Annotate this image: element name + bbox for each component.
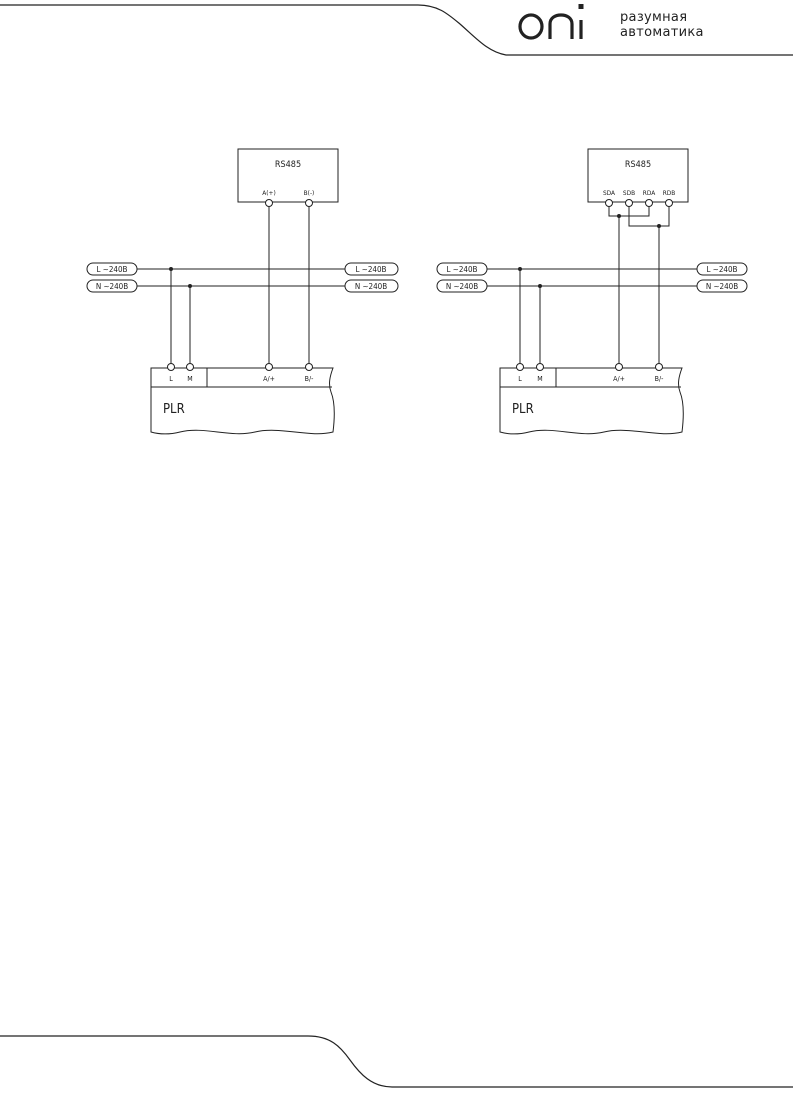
footer-frame-line bbox=[0, 1035, 793, 1088]
plr-terminal-label: A/+ bbox=[613, 375, 625, 383]
bus-l-label-right bbox=[696, 262, 748, 276]
device-terminal-label: SDA bbox=[603, 189, 615, 197]
tagline-line-1: разумная bbox=[620, 10, 688, 25]
bus-l-label-right bbox=[344, 262, 399, 276]
rs485-device-box bbox=[237, 148, 339, 203]
diagram-left-terminals bbox=[167, 199, 313, 371]
plr-terminal-label: A/+ bbox=[263, 375, 275, 383]
device-terminal-label: RDA bbox=[643, 189, 655, 197]
plr-terminal-label: L bbox=[518, 375, 522, 383]
plr-terminal-label: M bbox=[537, 375, 542, 383]
rs485-title: RS485 bbox=[625, 160, 651, 170]
diagram-right bbox=[436, 148, 748, 435]
bus-l-label-left bbox=[86, 262, 138, 276]
bus-n-label-right bbox=[696, 279, 748, 293]
plr-label: PLR bbox=[163, 402, 185, 417]
rs485-device-box bbox=[587, 148, 689, 203]
plr-terminal-label: L bbox=[169, 375, 173, 383]
plr-block bbox=[150, 367, 335, 435]
brand-tagline: разумная автоматика bbox=[620, 10, 704, 40]
bus-l-label: L ~240В bbox=[97, 265, 128, 274]
bus-n-label: N ~240В bbox=[96, 282, 128, 291]
bus-l-label: L ~240В bbox=[707, 265, 738, 274]
device-terminal-label: A(+) bbox=[262, 189, 275, 197]
bus-n-label: N ~240В bbox=[706, 282, 738, 291]
device-terminal-label: RDB bbox=[663, 189, 676, 197]
plr-terminal-label: M bbox=[187, 375, 192, 383]
diagram-right-nodes bbox=[518, 214, 661, 288]
logo-dot bbox=[578, 4, 584, 9]
plr-terminal-label: B/- bbox=[305, 375, 314, 383]
rs485-title: RS485 bbox=[275, 160, 301, 170]
bus-n-label-left bbox=[436, 279, 488, 293]
diagram-left-nodes bbox=[169, 267, 192, 288]
diagram-right-terminals bbox=[516, 199, 673, 371]
device-terminal-label: B(-) bbox=[304, 189, 315, 197]
oni-logo bbox=[518, 13, 583, 40]
bus-l-label: L ~240В bbox=[447, 265, 478, 274]
bus-n-label-right bbox=[344, 279, 399, 293]
tagline-line-2: автоматика bbox=[620, 25, 704, 40]
plr-terminal-label: B/- bbox=[655, 375, 664, 383]
diagram-right-text: RS485 SDA SDB RDA RDB L ~240В N ~240В L … bbox=[446, 160, 738, 417]
device-terminal-label: SDB bbox=[623, 189, 635, 197]
plr-label: PLR bbox=[512, 402, 534, 417]
bus-n-label-left bbox=[86, 279, 138, 293]
header-frame-line bbox=[0, 4, 793, 56]
diagram-left-text: RS485 A(+) B(-) L ~240В N ~240В L ~240В … bbox=[96, 160, 387, 417]
bus-n-label: N ~240В bbox=[446, 282, 478, 291]
bus-l-label: L ~240В bbox=[356, 265, 387, 274]
plr-block bbox=[499, 367, 684, 435]
bus-n-label: N ~240В bbox=[355, 282, 387, 291]
diagram-left bbox=[86, 148, 399, 435]
bus-l-label-left bbox=[436, 262, 488, 276]
